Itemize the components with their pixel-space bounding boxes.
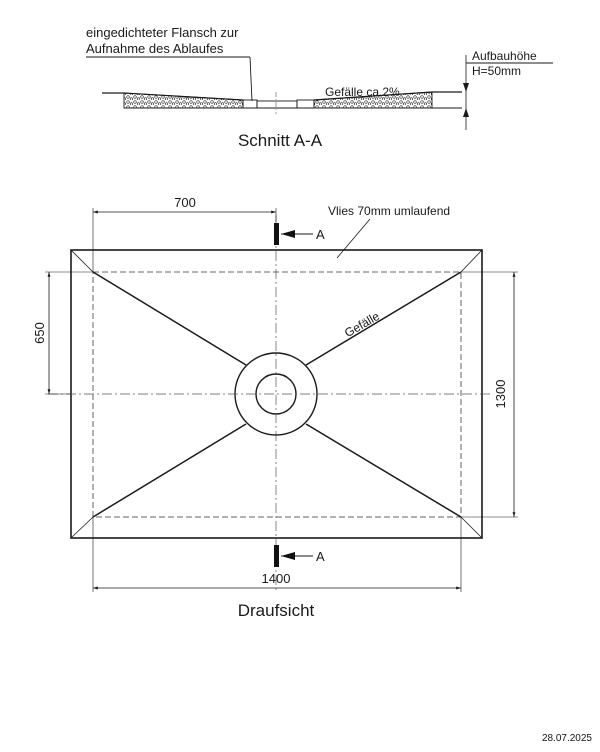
drawing-date: 28.07.2025: [541, 733, 592, 744]
section-view: eingedichteter Flansch zur Aufnahme des …: [86, 25, 553, 150]
section-arrow-head-top: [281, 230, 295, 238]
section-slope-label: Gefälle ca.2%: [325, 85, 400, 99]
height-label-line2: H=50mm: [472, 64, 521, 78]
section-cut-marker-bottom: [274, 545, 279, 567]
flange-note-line1: eingedichteter Flansch zur: [86, 25, 239, 40]
section-marker-label-top: A: [316, 227, 325, 242]
height-arrow-top: [463, 83, 469, 92]
plan-title: Draufsicht: [238, 601, 315, 620]
section-cut-marker-top: [274, 223, 279, 245]
corner-line-bl: [70, 516, 94, 539]
plan-slope-label: Gefälle: [342, 309, 382, 340]
fleece-leader-line: [336, 218, 371, 259]
fleece-edge-dashed: [92, 271, 462, 518]
height-label-line1: Aufbauhöhe: [472, 49, 537, 63]
section-marker-label-bottom: A: [316, 549, 325, 564]
height-arrow-bottom: [463, 108, 469, 117]
drain-body: [256, 100, 298, 109]
dim-1300-label: 1300: [493, 380, 508, 409]
fleece-note: Vlies 70mm umlaufend: [328, 204, 450, 218]
corner-line-tl: [70, 249, 94, 273]
drain-flange-right: [296, 99, 315, 109]
section-title: Schnitt A-A: [238, 131, 323, 150]
slope-line-tl: [92, 271, 247, 366]
slope-line-bl: [92, 423, 247, 518]
section-fill-left: [123, 92, 244, 109]
dim-700-label: 700: [174, 195, 196, 210]
flange-leader-line: [249, 56, 253, 102]
plan-view: Gefälle Vlies 70mm umlaufend A A 700 650…: [32, 195, 518, 620]
flange-note-line2: Aufnahme des Ablaufes: [86, 41, 224, 56]
section-arrow-head-bottom: [281, 552, 295, 560]
dim-1400-label: 1400: [262, 571, 291, 586]
slope-line-br: [305, 423, 462, 518]
slope-line-tr: [305, 271, 462, 366]
drain-flange-left: [242, 99, 258, 109]
dim-650-label: 650: [32, 322, 47, 344]
corner-line-br: [460, 516, 483, 539]
corner-line-tr: [460, 249, 483, 273]
